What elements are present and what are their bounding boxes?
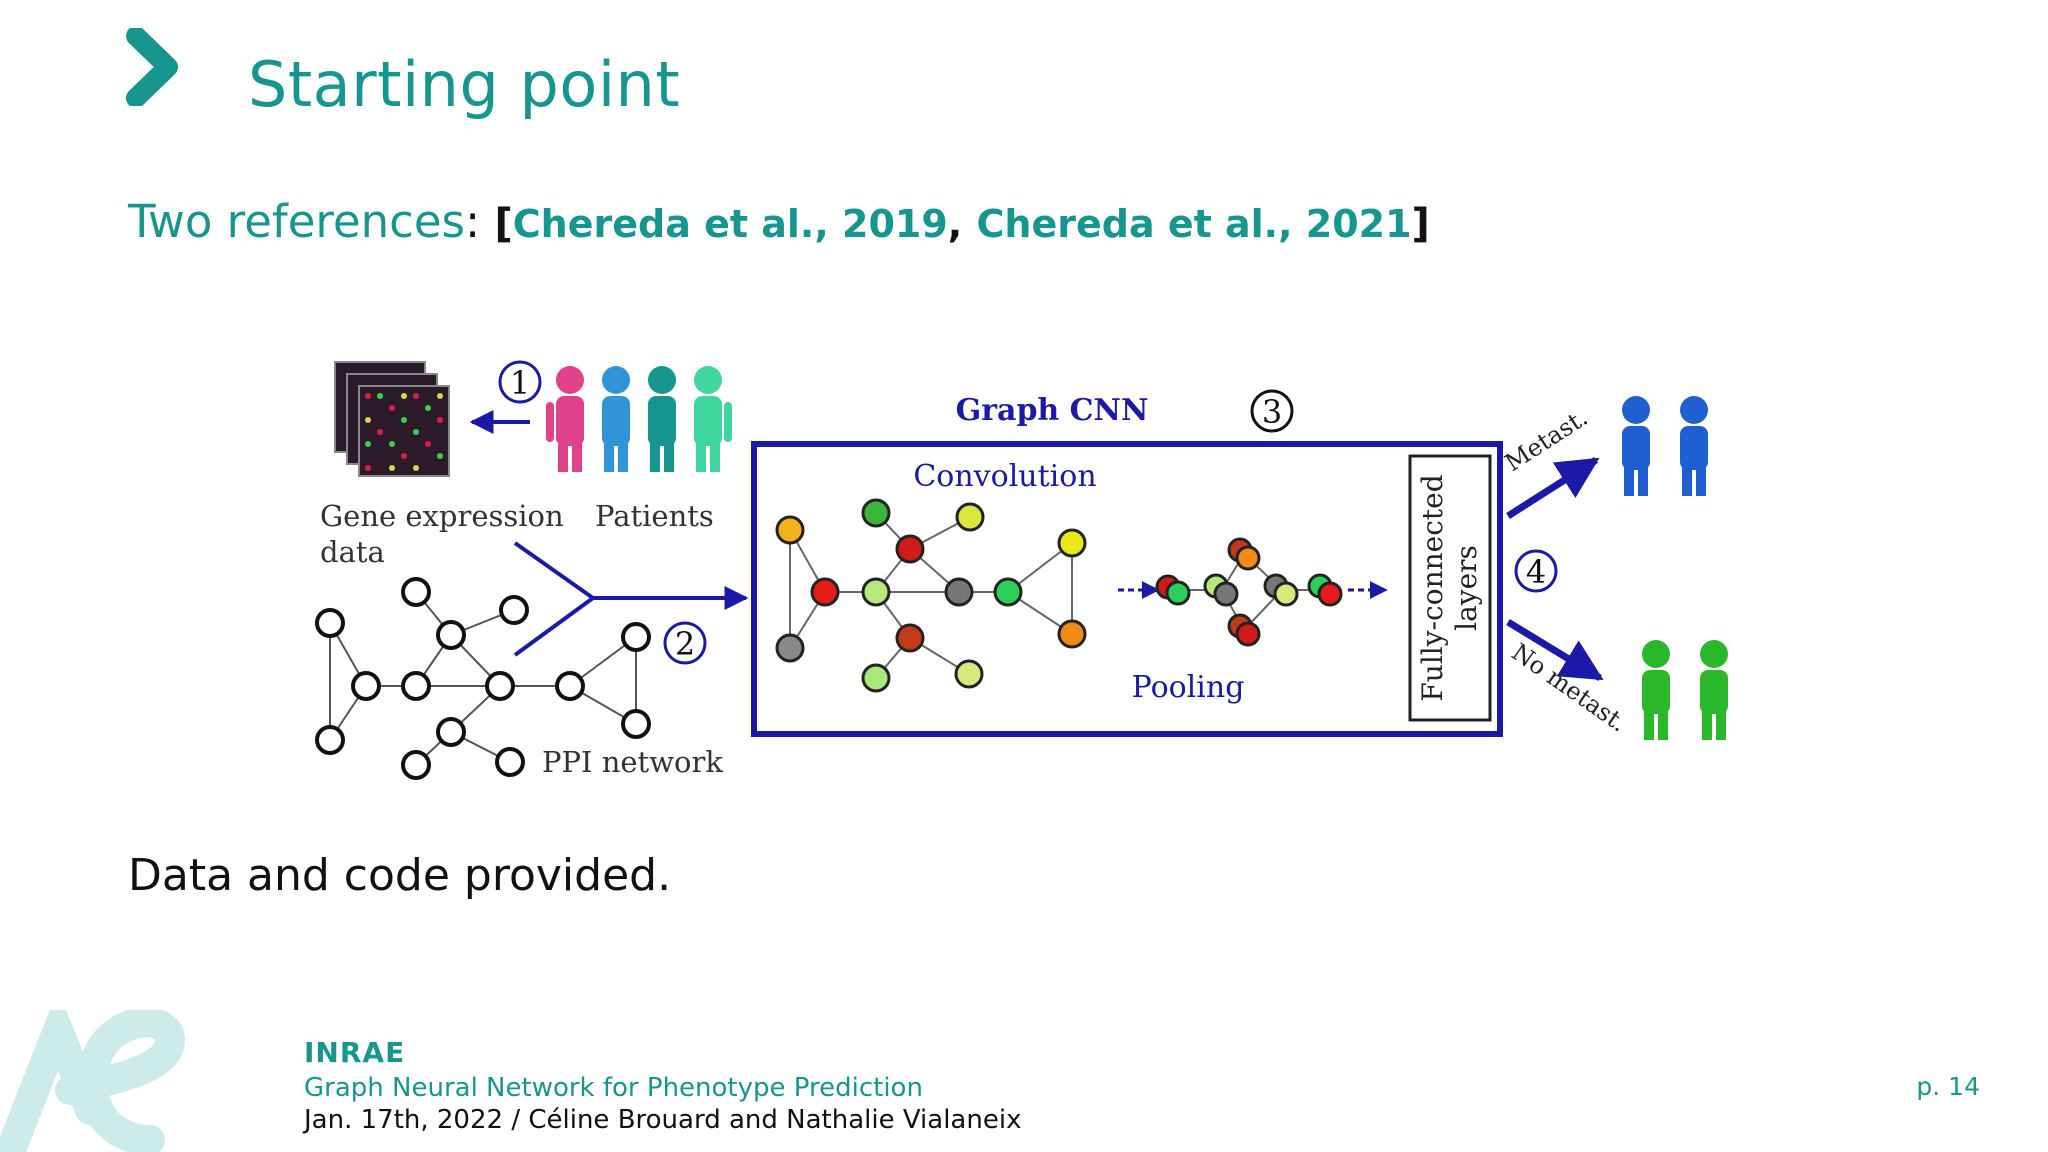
step-2-badge [663,621,707,665]
citation-link-2019[interactable]: Chereda et al., 2019 [512,202,948,246]
footer: INRAE Graph Neural Network for Phenotype… [304,1036,1021,1135]
references-label: Two references [128,195,465,248]
bracket-close: ] [1411,201,1430,247]
fully-connected-label: Fully-connected [1416,474,1449,701]
inrae-ae-logo [0,1010,186,1152]
step-4-badge [1514,549,1558,593]
layers-label: layers [1450,545,1483,631]
step-4-label: 4 [1526,553,1546,591]
inrae-brand: INRAE [304,1036,406,1069]
slide-title: Starting point [248,48,681,121]
no-metastasis-label: No metast. [1507,638,1632,738]
footer-date-authors: Jan. 17th, 2022 / Céline Brouard and Nat… [304,1105,1022,1135]
step-1-label: 1 [510,364,530,402]
step-1-badge [498,360,542,404]
citation-separator: , [947,202,963,246]
step-2-label: 2 [675,625,695,663]
gene-expression-label: Gene expression [320,499,564,533]
ppi-network-label: PPI network [542,745,723,779]
patients-label: Patients [595,499,714,533]
citation-link-2021[interactable]: Chereda et al., 2021 [976,202,1412,246]
convolution-label: Convolution [913,459,1096,494]
graph-cnn-label: Graph CNN [956,393,1149,428]
title-chevron-icon [126,28,178,106]
graph-cnn-figure: 1 Gene expression data Patients 2 PPI ne… [315,360,1728,780]
bracket-open: [ [494,201,513,247]
no-metastasis-patients-icon [1642,640,1728,740]
pooling-label: Pooling [1132,670,1245,705]
footer-title: Graph Neural Network for Phenotype Predi… [304,1073,923,1103]
metastasis-label: Metast. [1500,403,1593,477]
gene-expression-label-2: data [320,535,385,569]
gene-expression-matrix-icon [334,361,450,477]
references-line: Two references: [Chereda et al., 2019, C… [128,195,1430,248]
step-3-label: 3 [1262,393,1282,431]
patients-icon [546,366,732,472]
graph-cnn-box [751,441,1503,737]
page-number: p. 14 [1916,1072,1980,1101]
metastasis-patients-icon [1622,396,1708,496]
references-colon: : [465,195,481,248]
body-text: Data and code provided. [128,850,672,901]
step-3-badge [1250,389,1294,433]
fully-connected-box [1408,454,1492,722]
